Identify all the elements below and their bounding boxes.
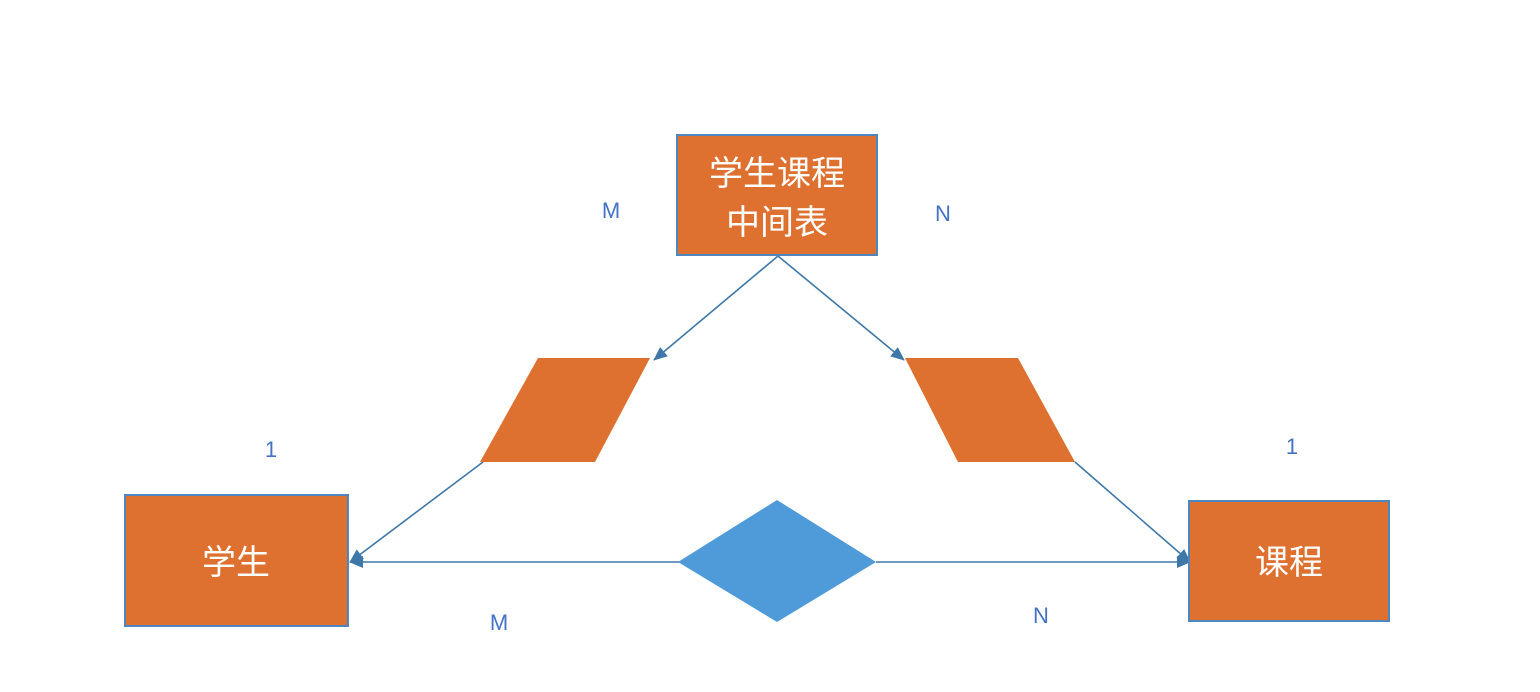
cardinality-top-left: M <box>602 198 620 223</box>
entity-student-label: 学生 <box>202 543 270 583</box>
cardinality-bottom-right: N <box>1033 603 1049 628</box>
entity-student-box <box>124 494 349 627</box>
cardinality-bottom-left: M <box>490 610 508 635</box>
entity-junction-table-label-line1: 学生课程 <box>709 154 845 194</box>
entity-junction-table-label-line2: 中间表 <box>726 203 828 243</box>
entity-course-box <box>1188 500 1390 622</box>
entity-course-label: 课程 <box>1255 543 1323 583</box>
entity-course[interactable]: 课程 <box>1188 500 1390 622</box>
connector-junction-to-right-parallelogram <box>777 255 905 361</box>
relationship-diamond[interactable] <box>678 500 876 622</box>
cardinality-top-right: N <box>935 201 951 226</box>
connector-right-parallelogram-to-course <box>1074 461 1191 563</box>
connector-junction-to-left-parallelogram <box>653 255 779 361</box>
entity-junction-table[interactable]: 学生课程 中间表 <box>676 134 878 256</box>
cardinality-student-side: 1 <box>265 437 277 462</box>
entity-student[interactable]: 学生 <box>124 494 349 627</box>
relationship-parallelogram-left[interactable] <box>480 358 650 462</box>
relationship-parallelogram-right[interactable] <box>905 358 1075 462</box>
entity-junction-table-box <box>676 134 878 256</box>
cardinality-course-side: 1 <box>1286 434 1298 459</box>
connector-left-parallelogram-to-student <box>349 461 484 563</box>
